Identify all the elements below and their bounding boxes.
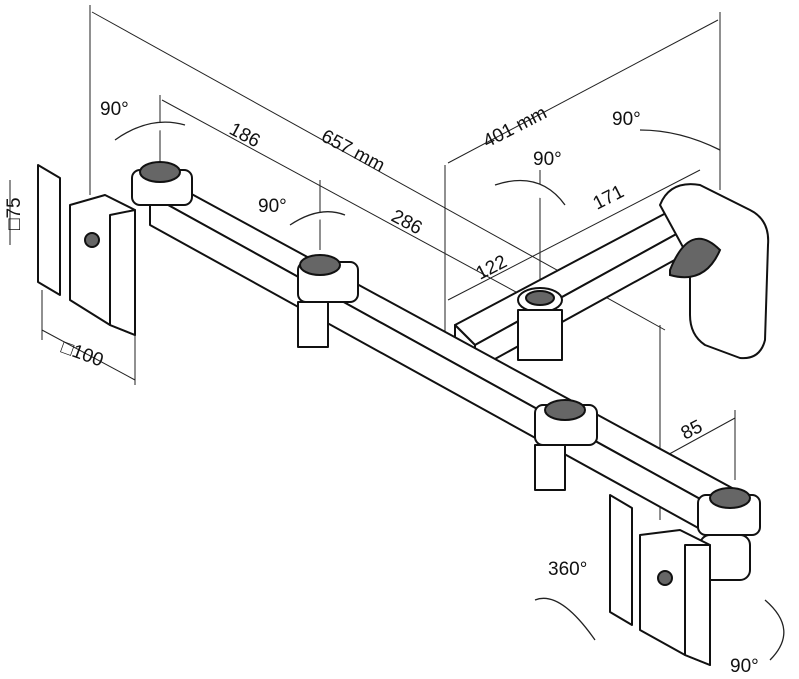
dimension-lines xyxy=(9,5,736,520)
rotation-label: 360° xyxy=(548,559,587,580)
dimension-label: 657 mm xyxy=(318,126,388,177)
dimension-label: 85 xyxy=(678,416,706,444)
vesa-plate-left xyxy=(37,164,136,336)
pivot-center xyxy=(517,287,563,361)
rotation-label: 90° xyxy=(258,196,287,217)
pivot-end xyxy=(697,487,761,581)
vesa-plate-right xyxy=(609,494,711,666)
rotation-label: 90° xyxy=(533,149,562,170)
pivot-hubs xyxy=(131,161,761,581)
rotation-arrow-icon xyxy=(494,179,566,206)
dimension-label: 286 xyxy=(388,206,426,239)
wall-bracket xyxy=(659,183,770,360)
dimension-label: 186 xyxy=(226,119,264,152)
rotation-arrow-icon xyxy=(764,599,785,661)
vesa-label: □75 xyxy=(4,197,25,230)
dimension-label: 122 xyxy=(473,251,511,284)
pivot-left xyxy=(131,161,193,206)
rotation-label: 90° xyxy=(612,109,641,130)
pivot-middle xyxy=(297,254,359,348)
pivot-right-front xyxy=(534,399,598,491)
dimension-label: 401 mm xyxy=(480,103,551,153)
rotation-arrow-icon xyxy=(114,121,186,141)
rotation-label: 90° xyxy=(100,99,129,120)
rotation-arrow-icon xyxy=(639,129,721,151)
dimension-label: 171 xyxy=(590,181,628,214)
rotation-arrow-icon xyxy=(534,597,596,641)
rotation-label: 90° xyxy=(730,656,759,677)
vesa-label: □100 xyxy=(58,337,106,372)
rotation-arrow-icon xyxy=(289,211,346,226)
rotation-arrows xyxy=(114,121,785,661)
